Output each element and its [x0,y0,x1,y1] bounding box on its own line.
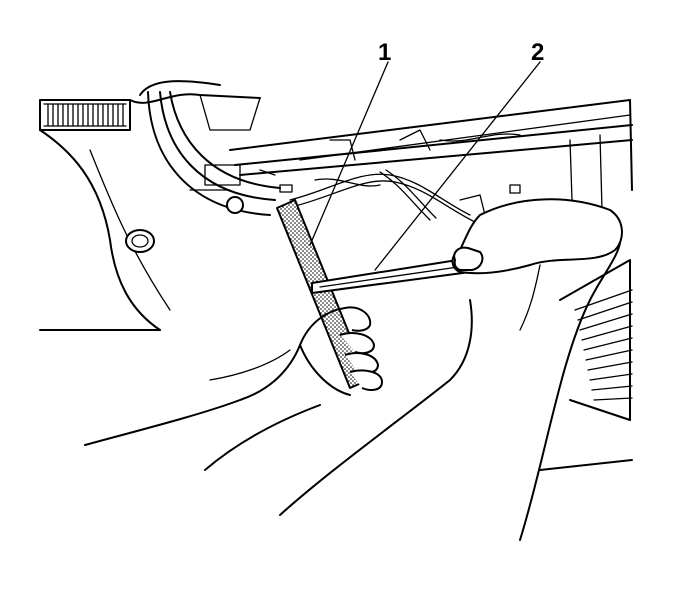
dash-frame [229,99,633,211]
tool-2-probe [311,257,471,294]
callout-label-2: 2 [531,39,544,66]
curved-seal [147,91,281,216]
right-hand [279,198,623,541]
callout-leader-2 [374,61,541,271]
left-panel [39,80,261,331]
ribbed-vent [47,103,124,127]
right-panel [539,259,633,471]
left-hand [84,306,383,471]
wiring-harness [289,169,521,223]
callout-leader-1 [309,61,389,246]
rubber-plug [125,229,155,253]
callout-label-1: 1 [378,39,391,66]
